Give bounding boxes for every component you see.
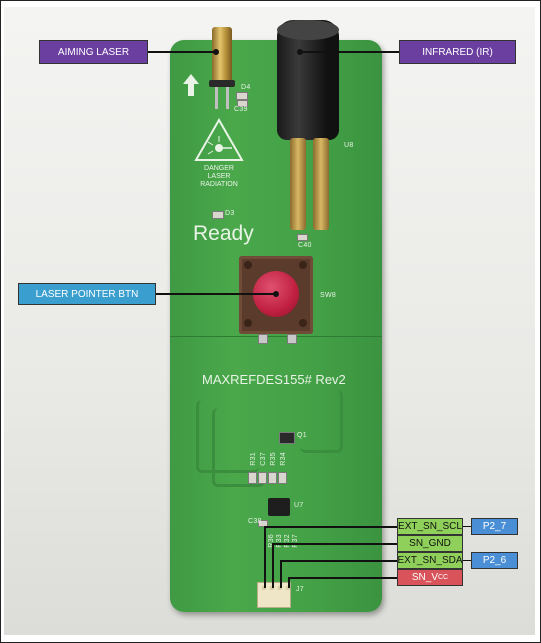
aiming-laser-module [212, 27, 232, 82]
leader-dot [297, 49, 303, 55]
designator-u8: U8 [344, 142, 354, 149]
designator-c37: C37 [260, 452, 267, 466]
board-id-label: MAXREFDES155# Rev2 [202, 372, 346, 387]
callout-laser-pointer-btn: LASER POINTER BTN [18, 283, 156, 305]
designator-r31: R31 [250, 452, 257, 466]
designator-u7: U7 [294, 502, 304, 509]
ir-sensor-top [277, 20, 339, 40]
leader-line [156, 293, 276, 295]
board-seam [170, 336, 382, 337]
pin-tag-p2-6: P2_6 [471, 552, 518, 569]
callout-laser-pointer-btn-text: LASER POINTER BTN [35, 288, 139, 300]
button-lead [258, 334, 268, 344]
component-u7 [268, 498, 290, 516]
connector-pin [270, 586, 274, 590]
designator-d4: D4 [241, 84, 251, 91]
connector-pin [262, 586, 266, 590]
designator-c38: C38 [248, 518, 262, 525]
component-d4 [236, 92, 248, 100]
laser-warning-icon: DANGER LASER RADIATION [194, 118, 244, 188]
laser-pin [226, 87, 229, 109]
button-corner [244, 261, 252, 269]
designator-j7: J7 [296, 586, 304, 593]
pin-label-ext-sn-scl: EXT_SN_SCL [397, 518, 463, 535]
pin-name: EXT_SN_SDA [397, 555, 463, 566]
pin-name: SN_V [411, 572, 438, 583]
pin-wire [272, 543, 274, 588]
callout-aiming-laser: AIMING LASER [39, 40, 148, 64]
arrow-up-icon [183, 74, 199, 84]
pcb-trace [196, 400, 259, 473]
designator-q1: Q1 [297, 432, 307, 439]
designator-r37: R37 [292, 534, 299, 548]
designator-sw8: SW8 [320, 292, 337, 299]
component-c39 [237, 100, 248, 107]
connector-pin [286, 586, 290, 590]
pin-wire [463, 560, 471, 561]
warning-line: LASER [208, 173, 231, 180]
designator-c40: C40 [298, 242, 312, 249]
pin-wire [288, 577, 290, 588]
ir-sensor-leg [313, 138, 329, 230]
leader-line [148, 51, 216, 53]
button-corner [299, 261, 307, 269]
pin-name-subscript: CC [438, 574, 449, 581]
component-c38 [258, 520, 268, 527]
pin-wire [272, 543, 397, 545]
aiming-laser-base [209, 80, 235, 87]
component-resistor [258, 472, 267, 484]
pin-wire [280, 560, 282, 588]
callout-infrared-text: INFRARED (IR) [422, 46, 493, 58]
warning-line: DANGER [204, 165, 234, 172]
ready-label: Ready [193, 222, 254, 245]
component-q1 [279, 432, 295, 444]
pin-label-ext-sn-sda: EXT_SN_SDA [397, 552, 463, 569]
component-d3 [212, 211, 224, 219]
callout-aiming-laser-text: AIMING LASER [57, 46, 130, 58]
ir-sensor-leg [290, 138, 306, 230]
ir-sensor-module [277, 20, 339, 140]
pin-tag: P2_7 [482, 521, 507, 532]
button-corner [244, 319, 252, 327]
designator-r33: R33 [276, 534, 283, 548]
leader-line [300, 51, 399, 53]
leader-dot [213, 49, 219, 55]
pin-label-sn-gnd: SN_GND [397, 535, 463, 552]
pin-wire [280, 560, 397, 562]
component-resistor [248, 472, 257, 484]
designator-r32: R32 [284, 534, 291, 548]
pin-name: EXT_SN_SCL [398, 521, 462, 532]
pin-wire [264, 526, 397, 528]
pin-wire [463, 526, 471, 527]
pin-tag-p2-7: P2_7 [471, 518, 518, 535]
designator-c39: C39 [234, 106, 248, 113]
pin-tag: P2_6 [482, 555, 507, 566]
designator-r35: R35 [270, 452, 277, 466]
arrow-up-icon-stem [188, 84, 194, 96]
pin-wire [288, 577, 397, 579]
component-resistor [268, 472, 277, 484]
pin-name: SN_GND [409, 538, 451, 549]
callout-infrared: INFRARED (IR) [399, 40, 516, 64]
button-corner [299, 319, 307, 327]
leader-dot [273, 291, 279, 297]
component-resistor [278, 472, 287, 484]
connector-pin [278, 586, 282, 590]
laser-pin [215, 87, 218, 109]
warning-line: RADIATION [200, 181, 238, 188]
pin-wire [264, 526, 266, 588]
pcb-trace [212, 408, 265, 487]
button-lead [287, 334, 297, 344]
pcb-trace [300, 390, 343, 453]
designator-d3: D3 [225, 210, 235, 217]
component-c40 [297, 234, 308, 241]
designator-r34: R34 [280, 452, 287, 466]
